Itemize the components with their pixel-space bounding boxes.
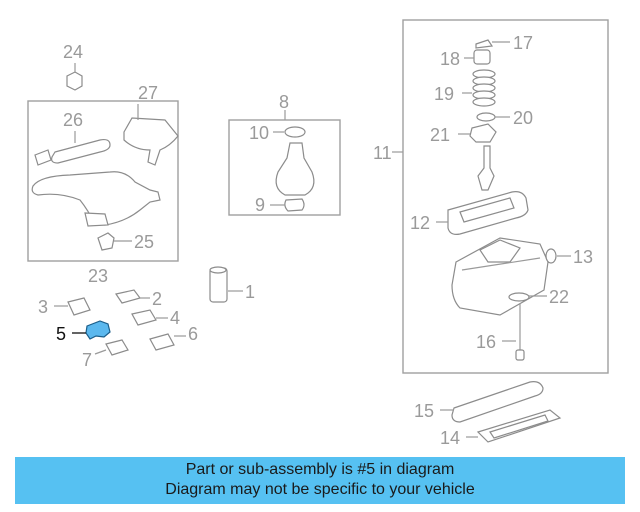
callout-12: 12 [410,213,430,233]
part-16-cable[interactable] [502,303,525,361]
part-3-switch[interactable] [54,297,91,316]
part-26-grip[interactable] [34,131,111,166]
callout-3: 3 [38,297,48,317]
callout-25: 25 [134,232,154,252]
callout-2: 2 [152,289,162,309]
callout-8: 8 [279,92,289,112]
part-17-cap[interactable] [475,39,510,49]
part-6-switch[interactable] [149,333,186,351]
callout-5: 5 [56,324,66,344]
callout-6: 6 [188,324,198,344]
callout-27: 27 [138,83,158,103]
group-box-11 [402,19,609,374]
callout-17: 17 [513,33,533,53]
part-20-washer[interactable] [476,112,510,122]
callout-1: 1 [245,282,255,302]
part-25-clip[interactable] [97,232,132,251]
part-21-pivot[interactable] [458,123,497,143]
callout-13: 13 [573,247,593,267]
part-1-socket[interactable] [209,266,243,303]
part-14-gasket[interactable] [466,409,562,443]
shift-knob [275,142,315,196]
callout-22: 22 [549,287,569,307]
part-9-insert[interactable] [270,198,305,212]
part-27-boot[interactable] [123,104,179,166]
parking-brake-lever [31,171,161,227]
callout-9: 9 [255,195,265,215]
callout-7: 7 [82,350,92,370]
callout-16: 16 [476,332,496,352]
part-19-spring[interactable] [462,69,496,107]
info-banner: Part or sub-assembly is #5 in diagram Di… [15,457,625,504]
banner-line-2: Diagram may not be specific to your vehi… [165,481,475,498]
part-2-switch[interactable] [115,289,150,304]
part-5-switch-highlighted[interactable] [72,320,111,340]
callout-21: 21 [430,125,450,145]
part-22-seal[interactable] [508,292,547,302]
callout-26: 26 [63,110,83,130]
part-4-switch[interactable] [131,309,168,326]
callout-11: 11 [373,143,392,163]
shifter-housing [451,237,549,316]
part-15-plate[interactable] [440,381,544,423]
part-12-plate[interactable] [436,191,529,235]
part-18-bushing[interactable] [464,49,491,65]
part-24-nut[interactable] [66,63,83,91]
callout-18: 18 [440,49,460,69]
callout-24: 24 [63,42,83,62]
callout-10: 10 [249,123,269,143]
callout-20: 20 [513,108,533,128]
shift-lever-rod [477,145,495,191]
part-7-switch[interactable] [94,339,129,356]
callout-15: 15 [414,401,434,421]
part-10-ring[interactable] [273,126,306,138]
callout-19: 19 [434,84,454,104]
callout-14: 14 [440,428,460,448]
callout-4: 4 [170,308,180,328]
callout-23: 23 [88,266,108,286]
banner-line-1: Part or sub-assembly is #5 in diagram [185,461,455,478]
group-box-23 [27,100,179,262]
part-13-grommet[interactable] [545,248,571,264]
